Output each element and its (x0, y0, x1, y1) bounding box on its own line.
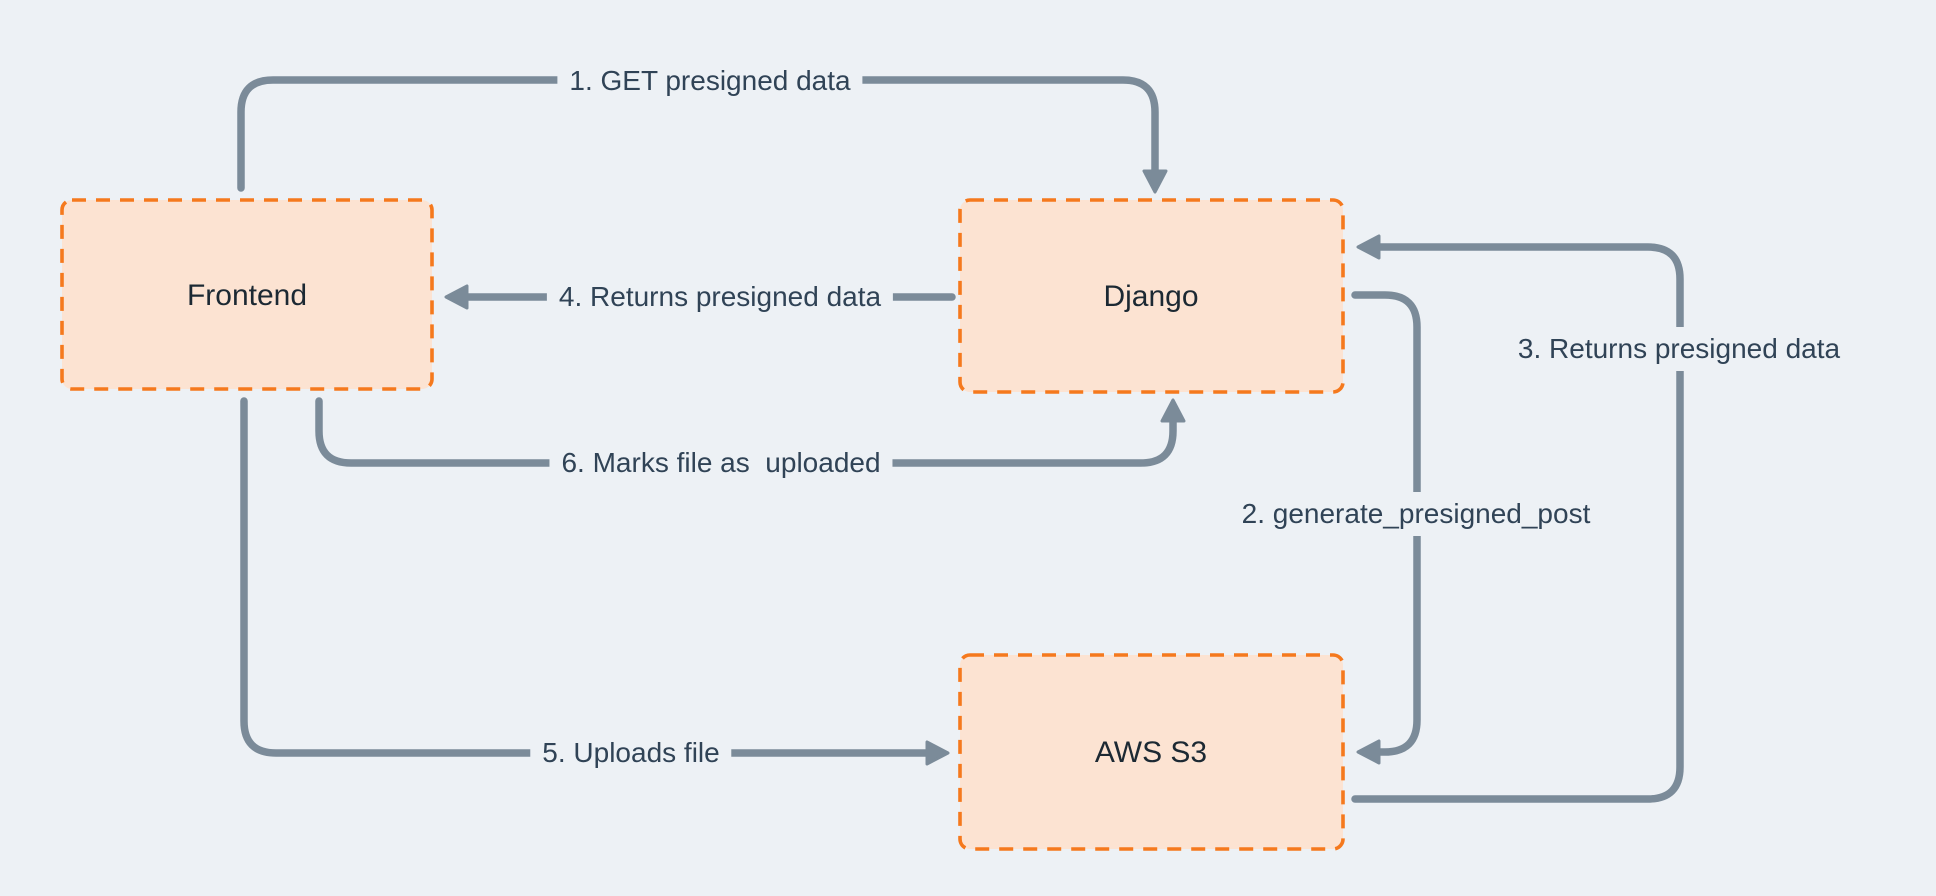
edge-3-arrowhead-icon (1356, 234, 1381, 260)
node-aws-s3-box (958, 653, 1345, 851)
edge-5-path (240, 397, 930, 757)
edge-6-label: 6. Marks file as uploaded (549, 441, 893, 485)
node-frontend-box (60, 198, 434, 391)
edge-1-label: 1. GET presigned data (557, 59, 863, 103)
edge-3-path (1351, 243, 1684, 803)
edge-4-label: 4. Returns presigned data (546, 275, 894, 319)
node-django-box (958, 198, 1345, 394)
node-django-label: Django (1103, 280, 1199, 313)
node-frontend-label: Frontend (186, 279, 308, 312)
edge-3-label: 3. Returns presigned data (1505, 327, 1853, 371)
edge-5-arrowhead-icon (925, 740, 950, 766)
edge-1-arrowhead-icon (1142, 169, 1168, 194)
edge-6-arrowhead-icon (1160, 398, 1186, 423)
edge-2-label: 2. generate_presigned_post (1229, 492, 1603, 536)
edge-5-label: 5. Uploads file (530, 731, 732, 775)
edge-4-arrowhead-icon (444, 284, 469, 310)
node-aws-s3-label: AWS S3 (1094, 736, 1208, 769)
edge-2-arrowhead-icon (1356, 739, 1381, 765)
